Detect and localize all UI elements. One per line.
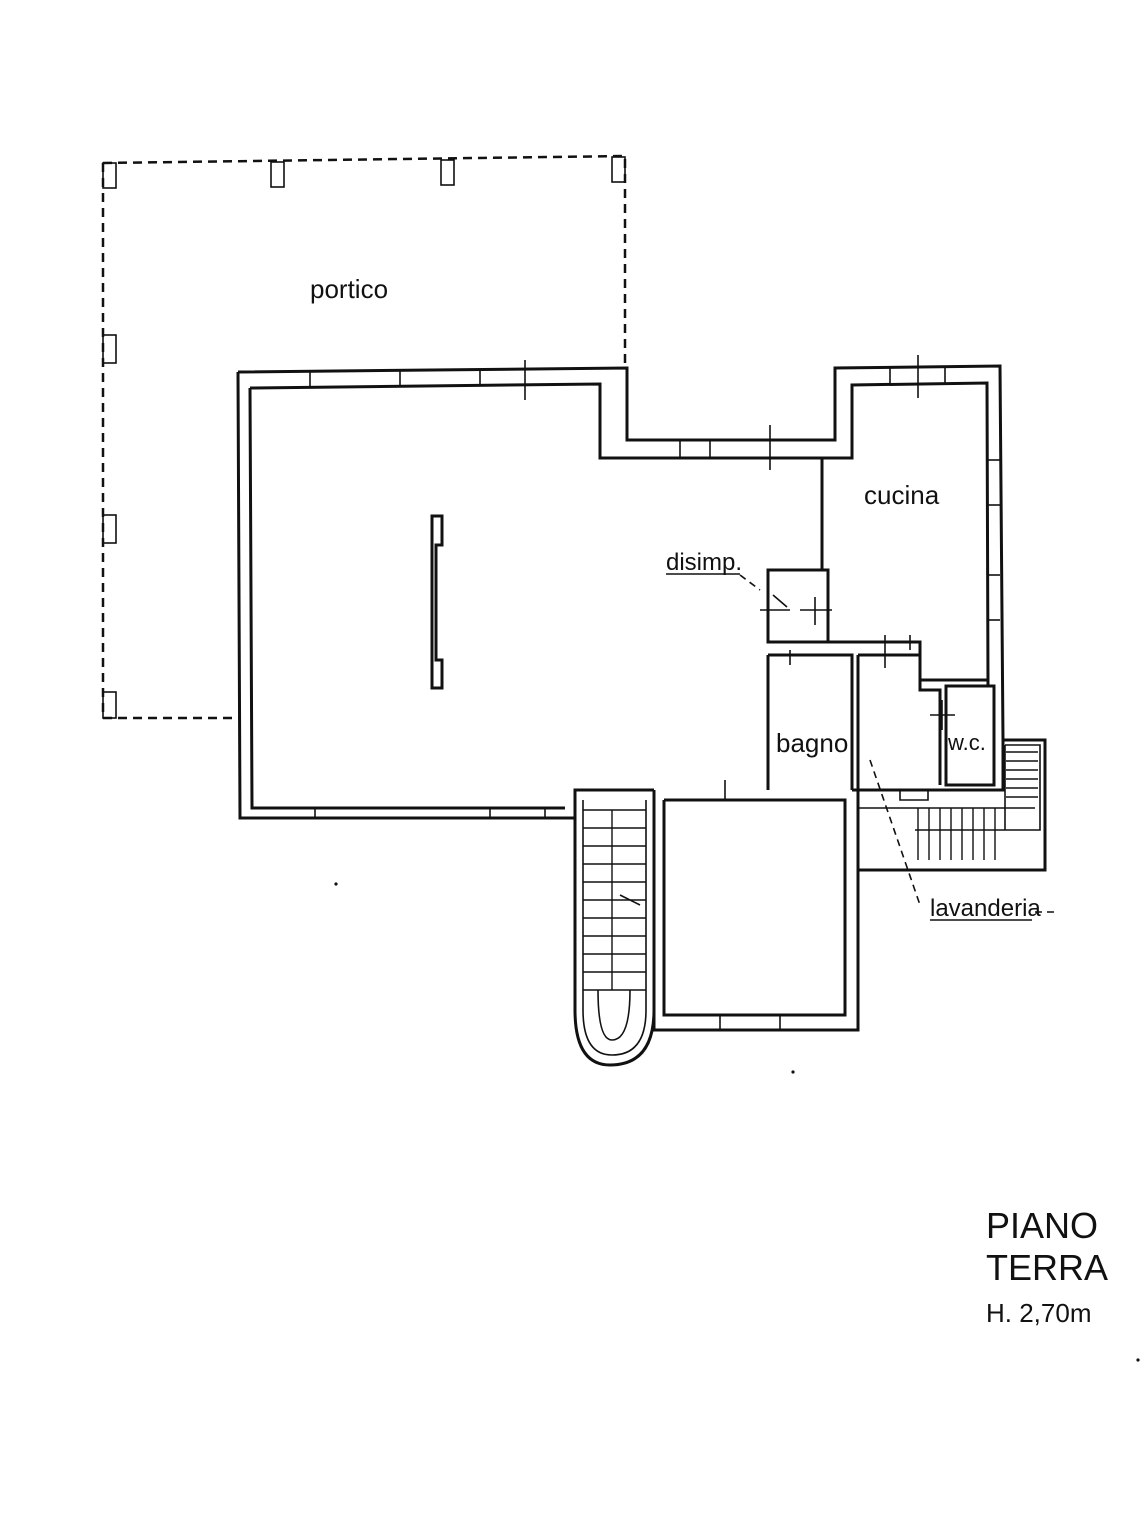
- staircase-main: [573, 790, 656, 1067]
- label-disimp: disimp.: [666, 549, 742, 576]
- label-portico: portico: [310, 274, 388, 304]
- portico-outline: [101, 154, 627, 720]
- title-line1: PIANO: [986, 1205, 1098, 1246]
- staircase-lavanderia: [915, 744, 1041, 860]
- title-line2: TERRA: [986, 1247, 1108, 1288]
- label-lavanderia: lavanderia: [930, 895, 1041, 922]
- leader-lines: [739, 574, 1055, 913]
- title-height: H. 2,70m: [986, 1298, 1092, 1328]
- outer-walls: [236, 355, 1005, 820]
- label-bagno: bagno: [776, 728, 848, 758]
- label-wc: w.c.: [947, 730, 986, 755]
- fireplace: [430, 514, 444, 690]
- label-cucina: cucina: [864, 480, 940, 510]
